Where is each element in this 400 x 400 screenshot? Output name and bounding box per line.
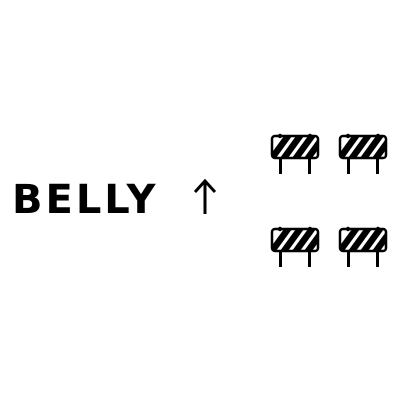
sign-label: BELLY bbox=[12, 177, 159, 223]
road-barricade-icon bbox=[270, 133, 320, 175]
road-barricade-icon bbox=[338, 226, 388, 268]
up-arrow-icon bbox=[193, 178, 217, 214]
road-barricade-icon bbox=[270, 226, 320, 268]
road-barricade-icon bbox=[338, 133, 388, 175]
